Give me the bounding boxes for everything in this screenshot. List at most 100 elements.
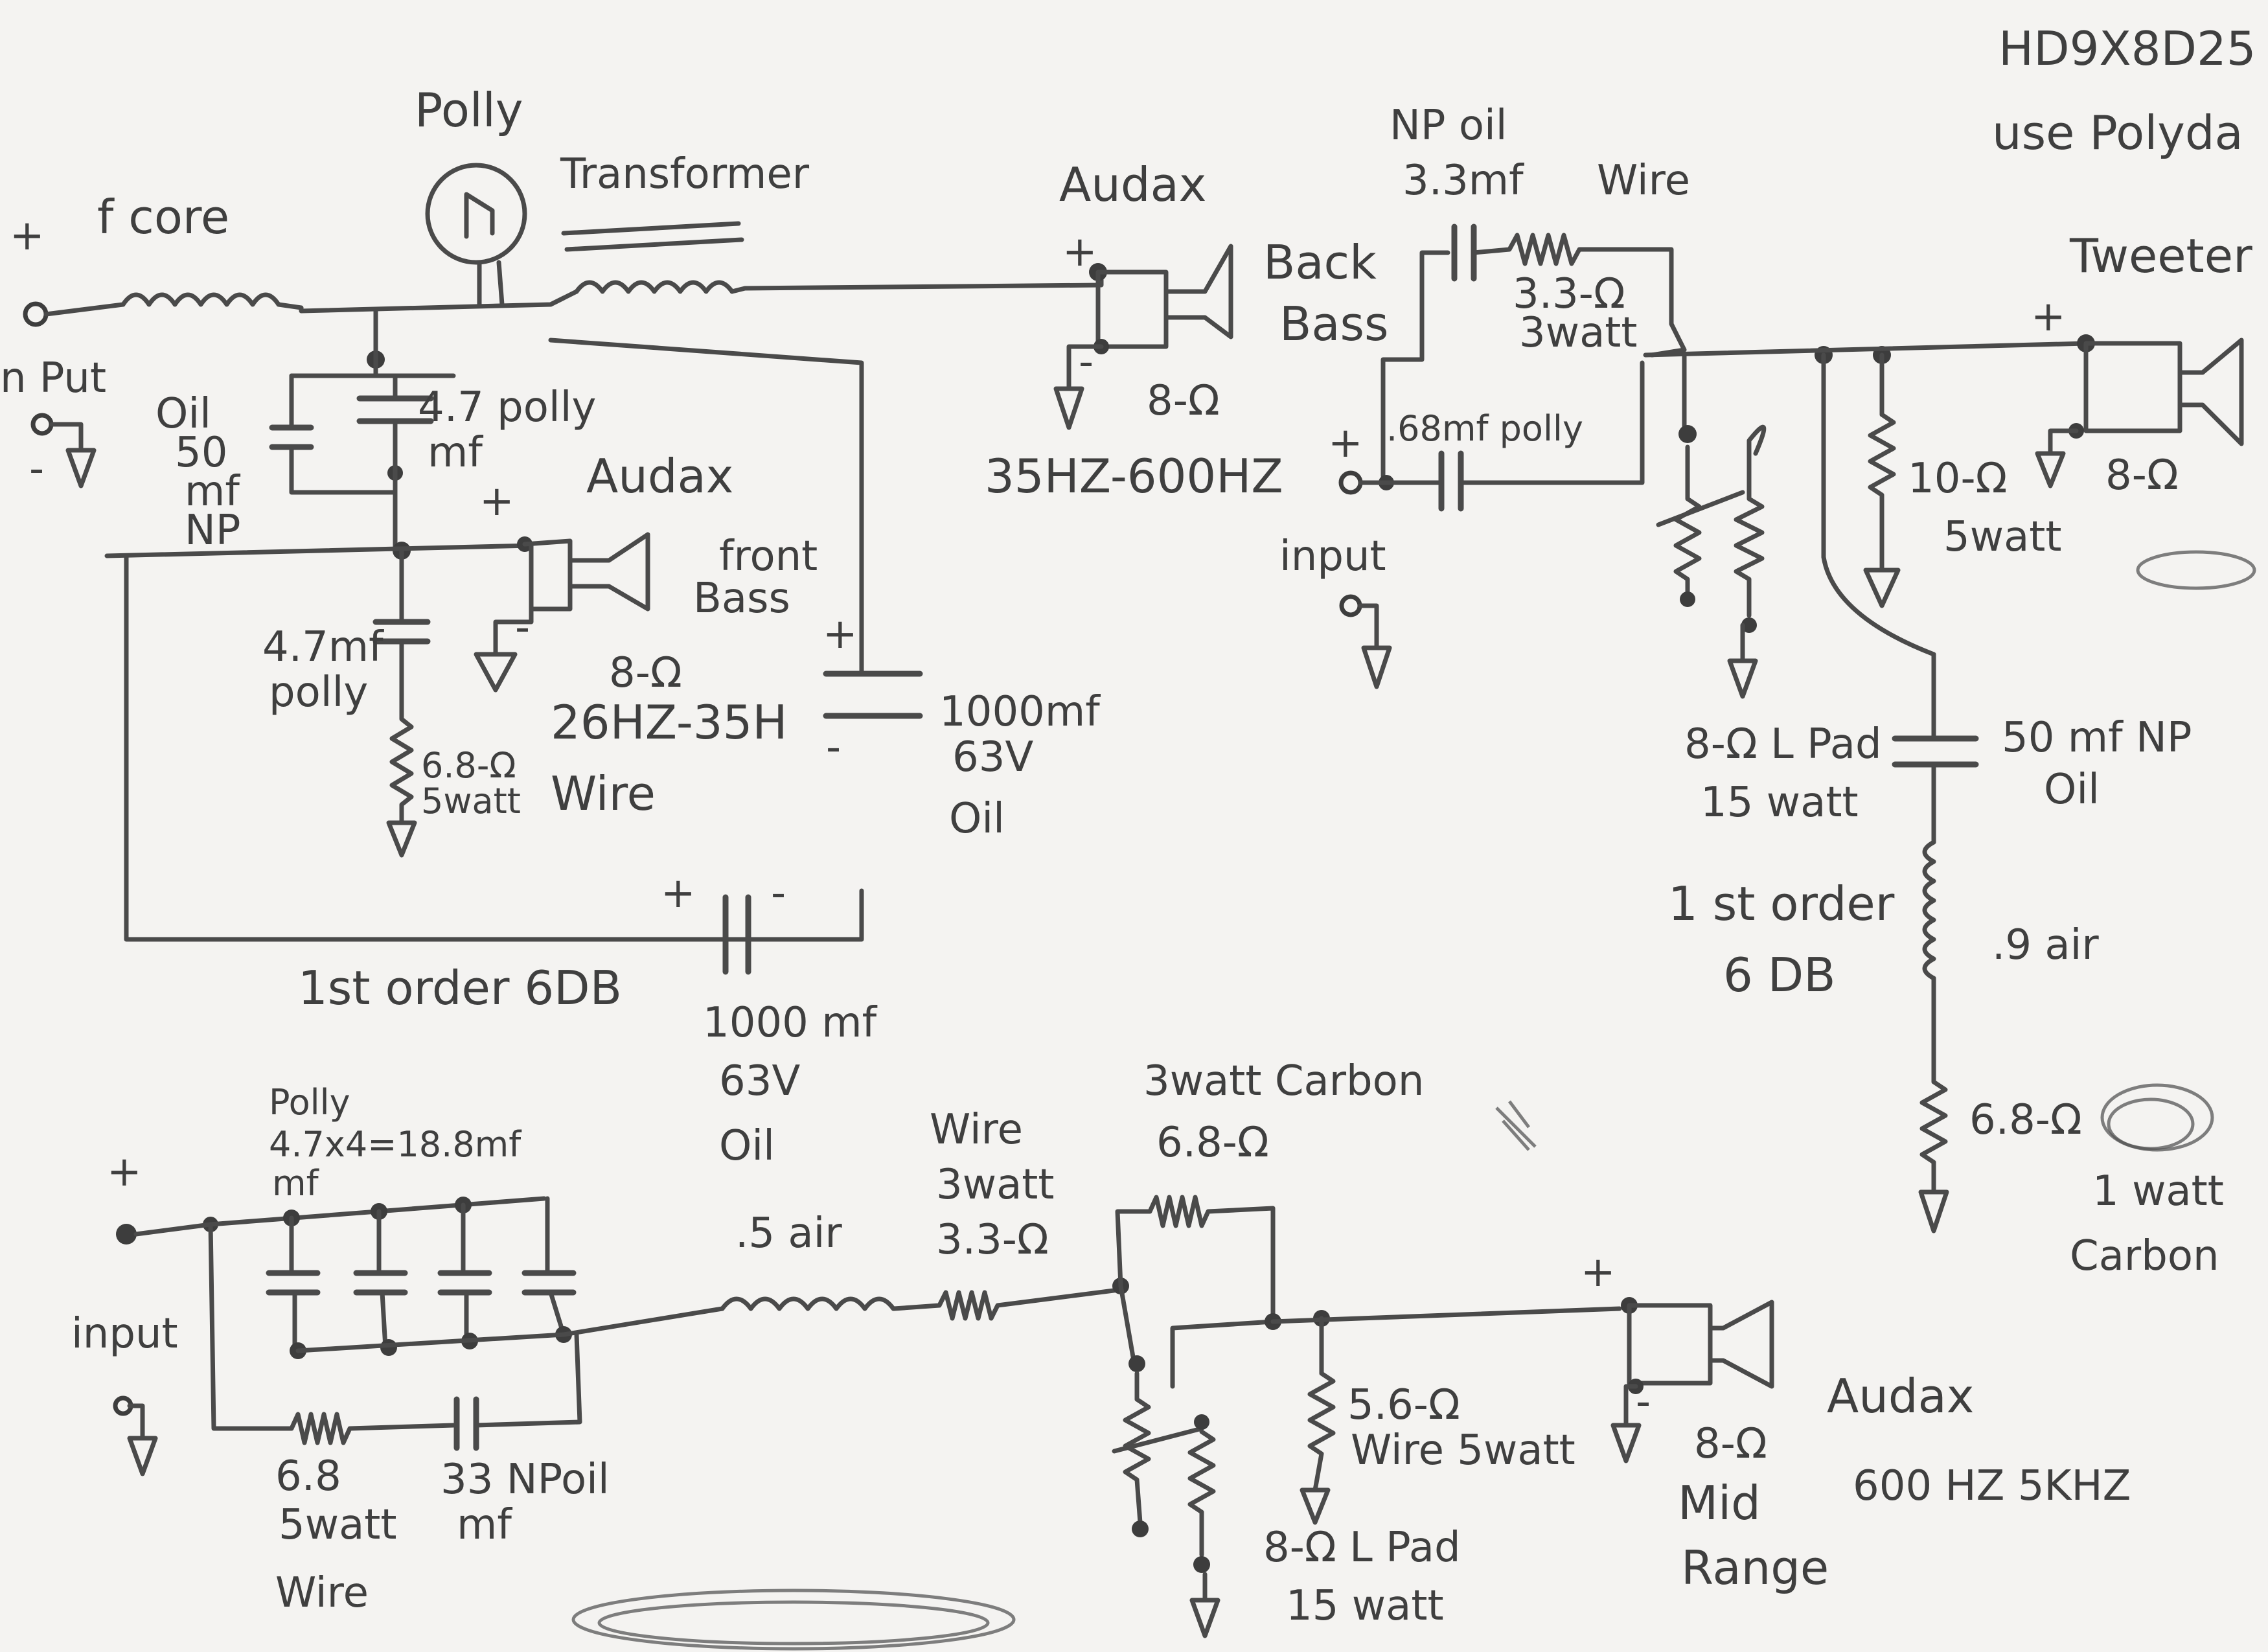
- back-bass-ohms: 8-Ω: [1147, 377, 1220, 425]
- polly-symbol: [464, 192, 505, 307]
- wire: [124, 553, 864, 942]
- core-label: f core: [97, 190, 229, 244]
- ground-icon: [2035, 428, 2079, 488]
- node: [1128, 1355, 1145, 1372]
- lpad-resistor-icon: [1187, 1429, 1216, 1557]
- wire: [289, 307, 456, 378]
- woofer-input-terminal: [23, 301, 49, 327]
- resistor-icon: [389, 639, 414, 825]
- tw-res68-label: 6.8-Ω: [1969, 1096, 2082, 1144]
- res68-label-1: 6.8-Ω: [421, 745, 516, 786]
- mid-range: 600 HZ 5KHZ: [1853, 1462, 2131, 1510]
- capacitor-bank-icon: [266, 1270, 577, 1296]
- front-minus: -: [515, 604, 530, 652]
- ground-icon: [1727, 623, 1758, 699]
- tw-cap50-2: Oil: [2044, 766, 2100, 814]
- resistor-icon: [1919, 976, 1948, 1195]
- woofer-input-label: n Put: [0, 354, 106, 402]
- mid-res-wire-2: 3watt: [936, 1161, 1054, 1209]
- cap1000a-label-3: Oil: [949, 795, 1005, 843]
- scribble: [571, 1589, 1016, 1651]
- cap1000b-plus: +: [661, 869, 696, 917]
- woofer-input-plus: +: [10, 212, 45, 260]
- ground-icon: [49, 422, 97, 488]
- ground-icon: [1918, 1189, 1949, 1233]
- node: [1741, 617, 1757, 633]
- mid-shunt-cap-1: 33 NPoil: [441, 1456, 610, 1504]
- inductor-icon: [574, 280, 735, 294]
- wire: [276, 295, 566, 314]
- tw-input-terminal: [1338, 470, 1363, 495]
- cap-polly-label-1: 4.7 polly: [418, 384, 596, 431]
- cap-polly-label-2: mf: [428, 429, 483, 477]
- input-terminal: [30, 413, 54, 436]
- mid-res-carbon-1: 3watt Carbon: [1143, 1057, 1424, 1105]
- cap-oil-label-1: Oil: [155, 390, 211, 438]
- capacitor-icon: [823, 671, 923, 719]
- mid-shunt-res-3: Wire: [275, 1569, 369, 1617]
- inductor-icon: [120, 292, 281, 307]
- capacitor-icon: [1892, 735, 1979, 768]
- tweeter-crossover: NP oil 3.3mf Wire 3.3-Ω 3watt + .68mf po…: [1279, 102, 2256, 1280]
- wire: [289, 1196, 550, 1272]
- tw-res-1: 3.3-Ω: [1513, 270, 1625, 318]
- front-ohms: 8-Ω: [609, 649, 682, 697]
- wire: [474, 1332, 582, 1428]
- wire: [1821, 352, 1936, 741]
- cap1000b-label-1: 1000 mf: [703, 999, 878, 1047]
- speaker-box-icon: [2083, 341, 2182, 433]
- part-code: HD9X8D25: [1999, 21, 2256, 76]
- speaker-box-icon: [1095, 270, 1169, 349]
- mid-ohms: 8-Ω: [1694, 1420, 1767, 1468]
- tw-cap50-1: 50 mf NP: [2002, 714, 2192, 762]
- mid-coil-label: .5 air: [735, 1210, 842, 1257]
- front-name-1: front: [719, 533, 818, 580]
- ground-icon: [1610, 1384, 1642, 1463]
- resistor-icon: [1115, 1195, 1276, 1324]
- mid-brand: Audax: [1827, 1369, 1974, 1423]
- tw-input-plus: +: [1328, 419, 1363, 467]
- wire: [292, 1290, 566, 1353]
- ground-icon: [1358, 603, 1392, 689]
- mid-cap-bank-2: 4.7x4=18.8mf: [269, 1124, 522, 1165]
- speaker-box-icon: [522, 538, 573, 612]
- cap-oil-label-4: NP: [185, 507, 240, 555]
- tw-res10-2: 5watt: [1943, 513, 2061, 561]
- ground-icon: [1053, 344, 1104, 430]
- capacitor-icon: [372, 619, 431, 645]
- cap47-label-1: 4.7mf: [262, 623, 384, 671]
- wire: [1118, 1283, 1136, 1363]
- capacitor-icon: [1438, 450, 1464, 512]
- mid-input-terminal: [116, 1224, 137, 1245]
- scribble: [1495, 1100, 1537, 1151]
- mid-shunt-res-1: 6.8: [275, 1452, 341, 1500]
- tweeter-label: Tweeter: [2069, 229, 2252, 283]
- mid-res56-1: 5.6-Ω: [1347, 1381, 1460, 1429]
- tw-coil-label: .9 air: [1992, 921, 2099, 969]
- mid-input-plus: +: [107, 1148, 142, 1196]
- tw-wire-label: Wire: [1597, 157, 1690, 205]
- tw-lpad-2: 15 watt: [1701, 779, 1859, 827]
- lpad-resistor-icon: [1734, 424, 1767, 618]
- res68-label-2: 5watt: [421, 781, 521, 821]
- tw-order-2: 6 DB: [1723, 948, 1836, 1002]
- mid-cap-bank-3: mf: [272, 1163, 320, 1204]
- transformer-label: Transformer: [560, 150, 810, 198]
- mid-lpad-1: 8-Ω L Pad: [1263, 1524, 1461, 1572]
- lpad-resistor-icon: [1673, 444, 1702, 599]
- speaker-cone-icon: [1708, 1300, 1774, 1389]
- front-name-2: Bass: [693, 575, 790, 623]
- mid-input-label: input: [71, 1310, 178, 1358]
- lpad-resistor-icon: [1123, 1371, 1151, 1525]
- wire: [1170, 1319, 1276, 1389]
- wire: [1643, 341, 2089, 358]
- scribble: [2136, 550, 2256, 590]
- back-bass-range: 35HZ-600HZ: [985, 449, 1283, 503]
- speaker-cone-icon: [2177, 338, 2244, 446]
- inductor-icon: [720, 1296, 896, 1311]
- woofer-input-minus: -: [29, 445, 44, 493]
- input-terminal: [1339, 594, 1362, 617]
- wire: [104, 543, 534, 558]
- midrange-crossover: + input Polly 4.7x4=18.8mf mf 6.8 5watt …: [71, 1057, 2131, 1638]
- resistor-icon: [208, 1222, 456, 1445]
